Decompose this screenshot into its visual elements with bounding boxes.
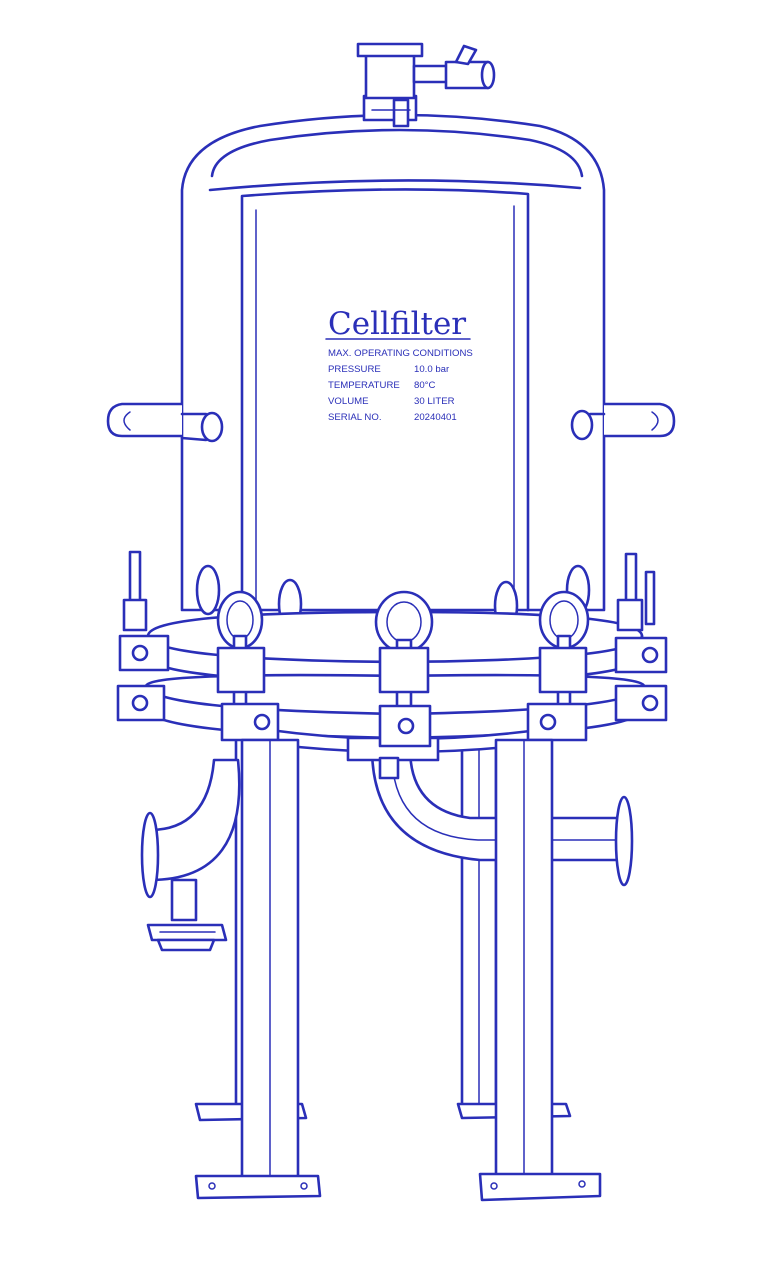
top-vent-fitting [356,42,496,128]
front-eyebolt-left [216,590,280,742]
spec-heading: MAX. OPERATING CONDITIONS [328,348,473,359]
front-eyebolt-right [526,590,590,742]
right-handle [570,402,676,441]
left-clamp [116,550,170,722]
front-eyebolt-center [374,590,434,748]
spec-label-volume: VOLUME [328,396,369,407]
spec-value-volume: 30 LITER [414,396,455,407]
front-legs [194,738,602,1202]
spec-value-serial: 20240401 [414,412,457,423]
spec-label-pressure: PRESSURE [328,364,381,375]
spec-value-temperature: 80°C [414,380,436,391]
spec-label-serial: SERIAL NO. [328,412,382,423]
vessel-body [180,113,606,612]
spec-value-pressure: 10.0 bar [414,364,450,375]
brand-name: Cellfilter [328,306,466,342]
right-outlet-pipe [370,746,634,887]
right-clamp [614,552,668,722]
left-outlet-pipe [140,758,241,952]
spec-label-temperature: TEMPERATURE [328,380,400,391]
left-handle [106,402,224,443]
nameplate: Cellfilter MAX. OPERATING CONDITIONS PRE… [325,306,473,423]
